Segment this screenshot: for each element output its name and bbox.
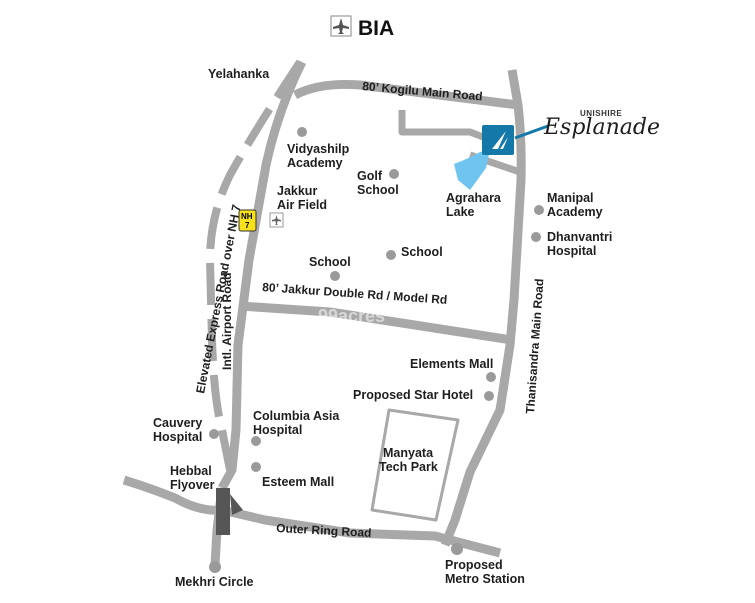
esteem-mall-label: Esteem Mall xyxy=(262,475,334,489)
manyata-label-1: Manyata xyxy=(383,446,434,460)
hebbal-label-1: Hebbal xyxy=(170,464,212,478)
cauvery-dot xyxy=(209,429,219,439)
metro-label-1: Proposed xyxy=(445,558,503,572)
dhanvantri-label-2: Hospital xyxy=(547,244,596,258)
svg-text:7: 7 xyxy=(245,221,250,230)
star-hotel-dot xyxy=(484,391,494,401)
cauvery-label-1: Cauvery xyxy=(153,416,202,430)
vidyashilp-label-2: Academy xyxy=(287,156,343,170)
mekhri-dot xyxy=(209,561,221,573)
manipal-label-1: Manipal xyxy=(547,191,594,205)
elements-mall-dot xyxy=(486,372,496,382)
manipal-dot xyxy=(534,205,544,215)
dhanvantri-dot xyxy=(531,232,541,242)
airport-road-label: Intl. Airport Road xyxy=(220,272,234,370)
thanisandra-road xyxy=(440,69,526,547)
thanisandra-road-label: Thanisandra Main Road xyxy=(523,278,546,414)
golf-label-2: School xyxy=(357,183,399,197)
kogilu-road xyxy=(292,79,519,110)
columbia-dot xyxy=(251,436,261,446)
brand-small: UNISHIRE xyxy=(580,109,622,118)
brand-logo: Esplanade xyxy=(543,115,660,140)
dhanvantri-label-1: Dhanvantri xyxy=(547,230,612,244)
star-hotel-label: Proposed Star Hotel xyxy=(353,388,473,402)
columbia-label-2: Hospital xyxy=(253,423,302,437)
golf-school-dot xyxy=(389,169,399,179)
school-left-dot xyxy=(330,271,340,281)
hebbal-flyover-mark xyxy=(216,488,230,535)
cauvery-label-2: Hospital xyxy=(153,430,202,444)
svg-text:NH: NH xyxy=(241,212,253,221)
outer-ring-road-label: Outer Ring Road xyxy=(276,521,372,540)
hebbal-label-2: Flyover xyxy=(170,478,215,492)
flyover-ramp xyxy=(230,494,243,515)
elevated-expressway xyxy=(205,59,304,471)
nh-shield-icon: NH 7 xyxy=(238,209,257,232)
jakkur-air-label-2: Air Field xyxy=(277,198,327,212)
agrahara-lake-shape xyxy=(454,150,490,190)
metro-dot xyxy=(451,543,463,555)
school-right-dot xyxy=(386,250,396,260)
kogilu-road-label: 80’ Kogilu Main Road xyxy=(362,79,483,103)
airport-road xyxy=(218,59,307,491)
golf-label-1: Golf xyxy=(357,169,383,183)
manipal-label-2: Academy xyxy=(547,205,603,219)
title-bia: BIA xyxy=(358,17,394,40)
jakkur-air-label-1: Jakkur xyxy=(277,184,317,198)
vidyashilp-dot xyxy=(297,127,307,137)
school-right-label: School xyxy=(401,245,443,259)
esteem-mall-dot xyxy=(251,462,261,472)
columbia-label-1: Columbia Asia xyxy=(253,409,340,423)
airfield-icon xyxy=(269,212,284,228)
vidyashilp-label-1: Vidyashilp xyxy=(287,142,350,156)
agrahara-label-2: Lake xyxy=(446,205,475,219)
manyata-tech-park-outline xyxy=(370,408,460,522)
manyata-label-2: Tech Park xyxy=(379,460,438,474)
school-left-label: School xyxy=(309,255,351,269)
airplane-icon xyxy=(330,15,352,37)
yelahanka-label: Yelahanka xyxy=(208,67,270,81)
elements-mall-label: Elements Mall xyxy=(410,357,493,371)
mekhri-label: Mekhri Circle xyxy=(175,575,254,589)
jakkur-road xyxy=(239,301,513,345)
project-marker-icon xyxy=(482,124,549,155)
jakkur-road-label: 80’ Jakkur Double Rd / Model Rd xyxy=(262,280,448,307)
metro-label-2: Metro Station xyxy=(445,572,525,586)
agrahara-label-1: Agrahara xyxy=(446,191,502,205)
watermark: 99acres xyxy=(318,306,385,326)
